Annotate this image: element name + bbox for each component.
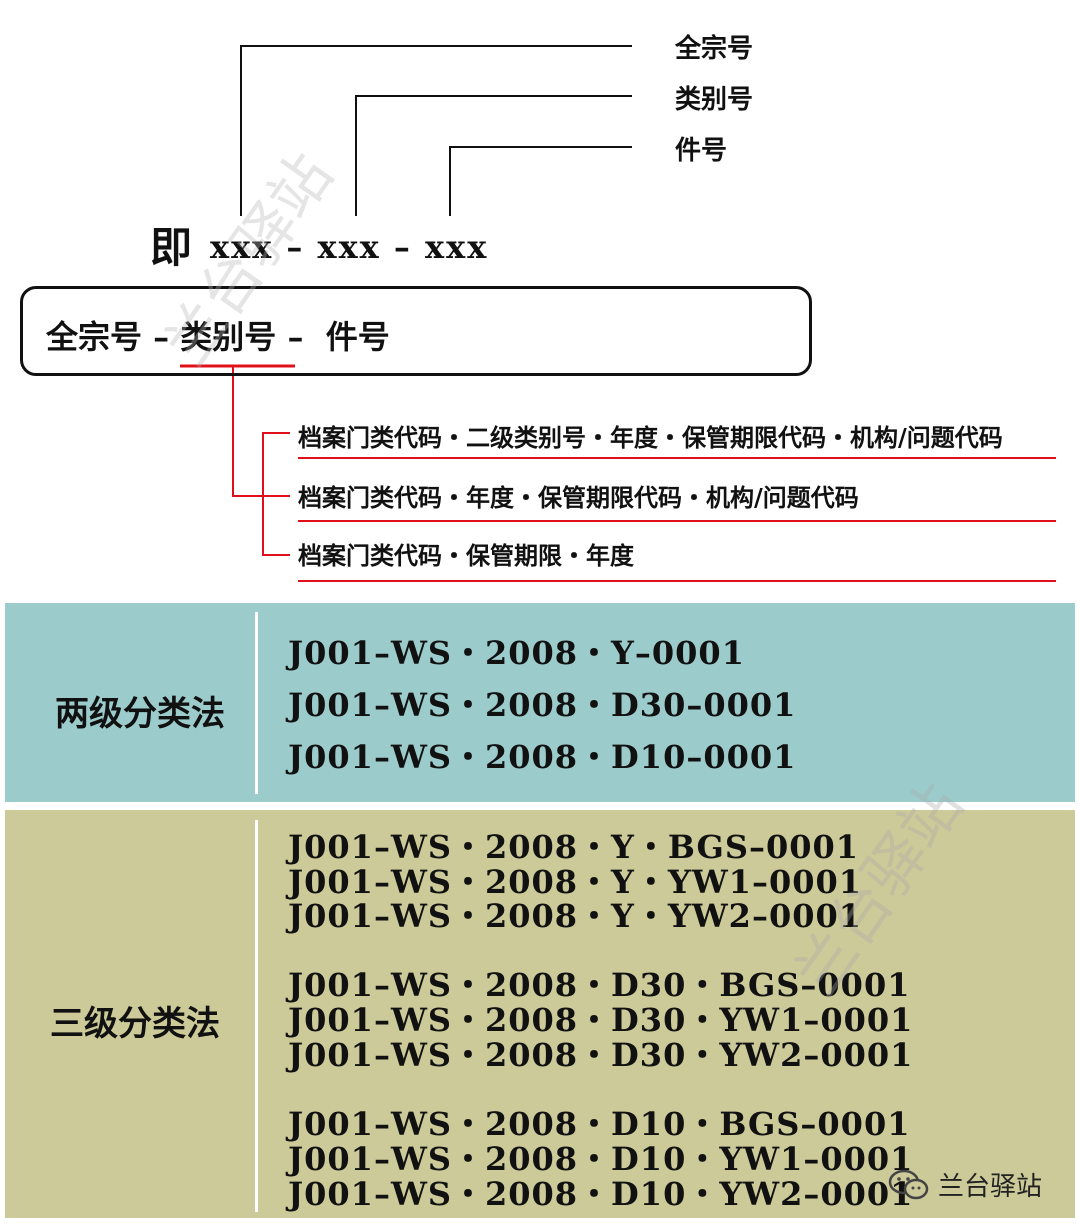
three-level-row: J001–WS・2008・D30・YW1–0001 bbox=[288, 1001, 914, 1039]
category-option-2: 档案门类代码・年度・保管期限代码・机构/问题代码 bbox=[298, 483, 859, 512]
wechat-icon bbox=[888, 1169, 929, 1199]
three-level-row: J001–WS・2008・D30・YW2–0001 bbox=[288, 1036, 914, 1074]
label-fonds-number: 全宗号 bbox=[675, 34, 754, 64]
ji-prefix: 即 bbox=[150, 223, 193, 272]
formula-fonds: 全宗号 – bbox=[46, 318, 181, 356]
formula-box bbox=[20, 286, 812, 376]
three-level-row: J001–WS・2008・D10・BGS–0001 bbox=[288, 1105, 911, 1143]
connector-item bbox=[449, 146, 632, 216]
bracket-stem bbox=[232, 366, 263, 497]
category-option-3: 档案门类代码・保管期限・年度 bbox=[298, 541, 634, 570]
brand-badge: 兰台驿站 bbox=[888, 1166, 1042, 1203]
bracket-branch bbox=[262, 432, 290, 556]
three-level-row: J001–WS・2008・D10・YW2–0001 bbox=[288, 1175, 914, 1213]
two-level-row: J001–WS・2008・D30–0001 bbox=[288, 686, 797, 724]
brand-name: 兰台驿站 bbox=[938, 1171, 1043, 1201]
three-level-row: J001–WS・2008・Y・YW1–0001 bbox=[288, 863, 863, 901]
label-category-number: 类别号 bbox=[675, 85, 754, 115]
three-level-row: J001–WS・2008・Y・YW2–0001 bbox=[288, 897, 863, 935]
connector-fonds bbox=[240, 45, 632, 216]
label-item-number: 件号 bbox=[675, 136, 728, 166]
two-level-panel bbox=[5, 603, 1075, 802]
two-level-divider bbox=[255, 612, 258, 794]
formula-category: 类别号 bbox=[180, 318, 277, 356]
two-level-label: 两级分类法 bbox=[55, 694, 225, 734]
three-level-label: 三级分类法 bbox=[50, 1004, 220, 1044]
two-level-row: J001–WS・2008・D10–0001 bbox=[288, 738, 797, 776]
code-pattern: xxx – xxx – xxx bbox=[210, 228, 489, 266]
three-level-divider bbox=[255, 820, 258, 1212]
category-option-1: 档案门类代码・二级类别号・年度・保管期限代码・机构/问题代码 bbox=[298, 423, 1003, 452]
three-level-panel bbox=[5, 810, 1075, 1218]
formula-item: – 件号 bbox=[276, 318, 390, 356]
three-level-row: J001–WS・2008・D30・BGS–0001 bbox=[288, 966, 911, 1004]
connector-category bbox=[355, 95, 632, 216]
two-level-row: J001–WS・2008・Y–0001 bbox=[288, 634, 745, 672]
three-level-row: J001–WS・2008・D10・YW1–0001 bbox=[288, 1140, 914, 1178]
three-level-row: J001–WS・2008・Y・BGS–0001 bbox=[288, 828, 860, 866]
connector-lines bbox=[180, 45, 1056, 582]
formula-text: 全宗号 – 类别号 – 件号 bbox=[46, 312, 390, 358]
